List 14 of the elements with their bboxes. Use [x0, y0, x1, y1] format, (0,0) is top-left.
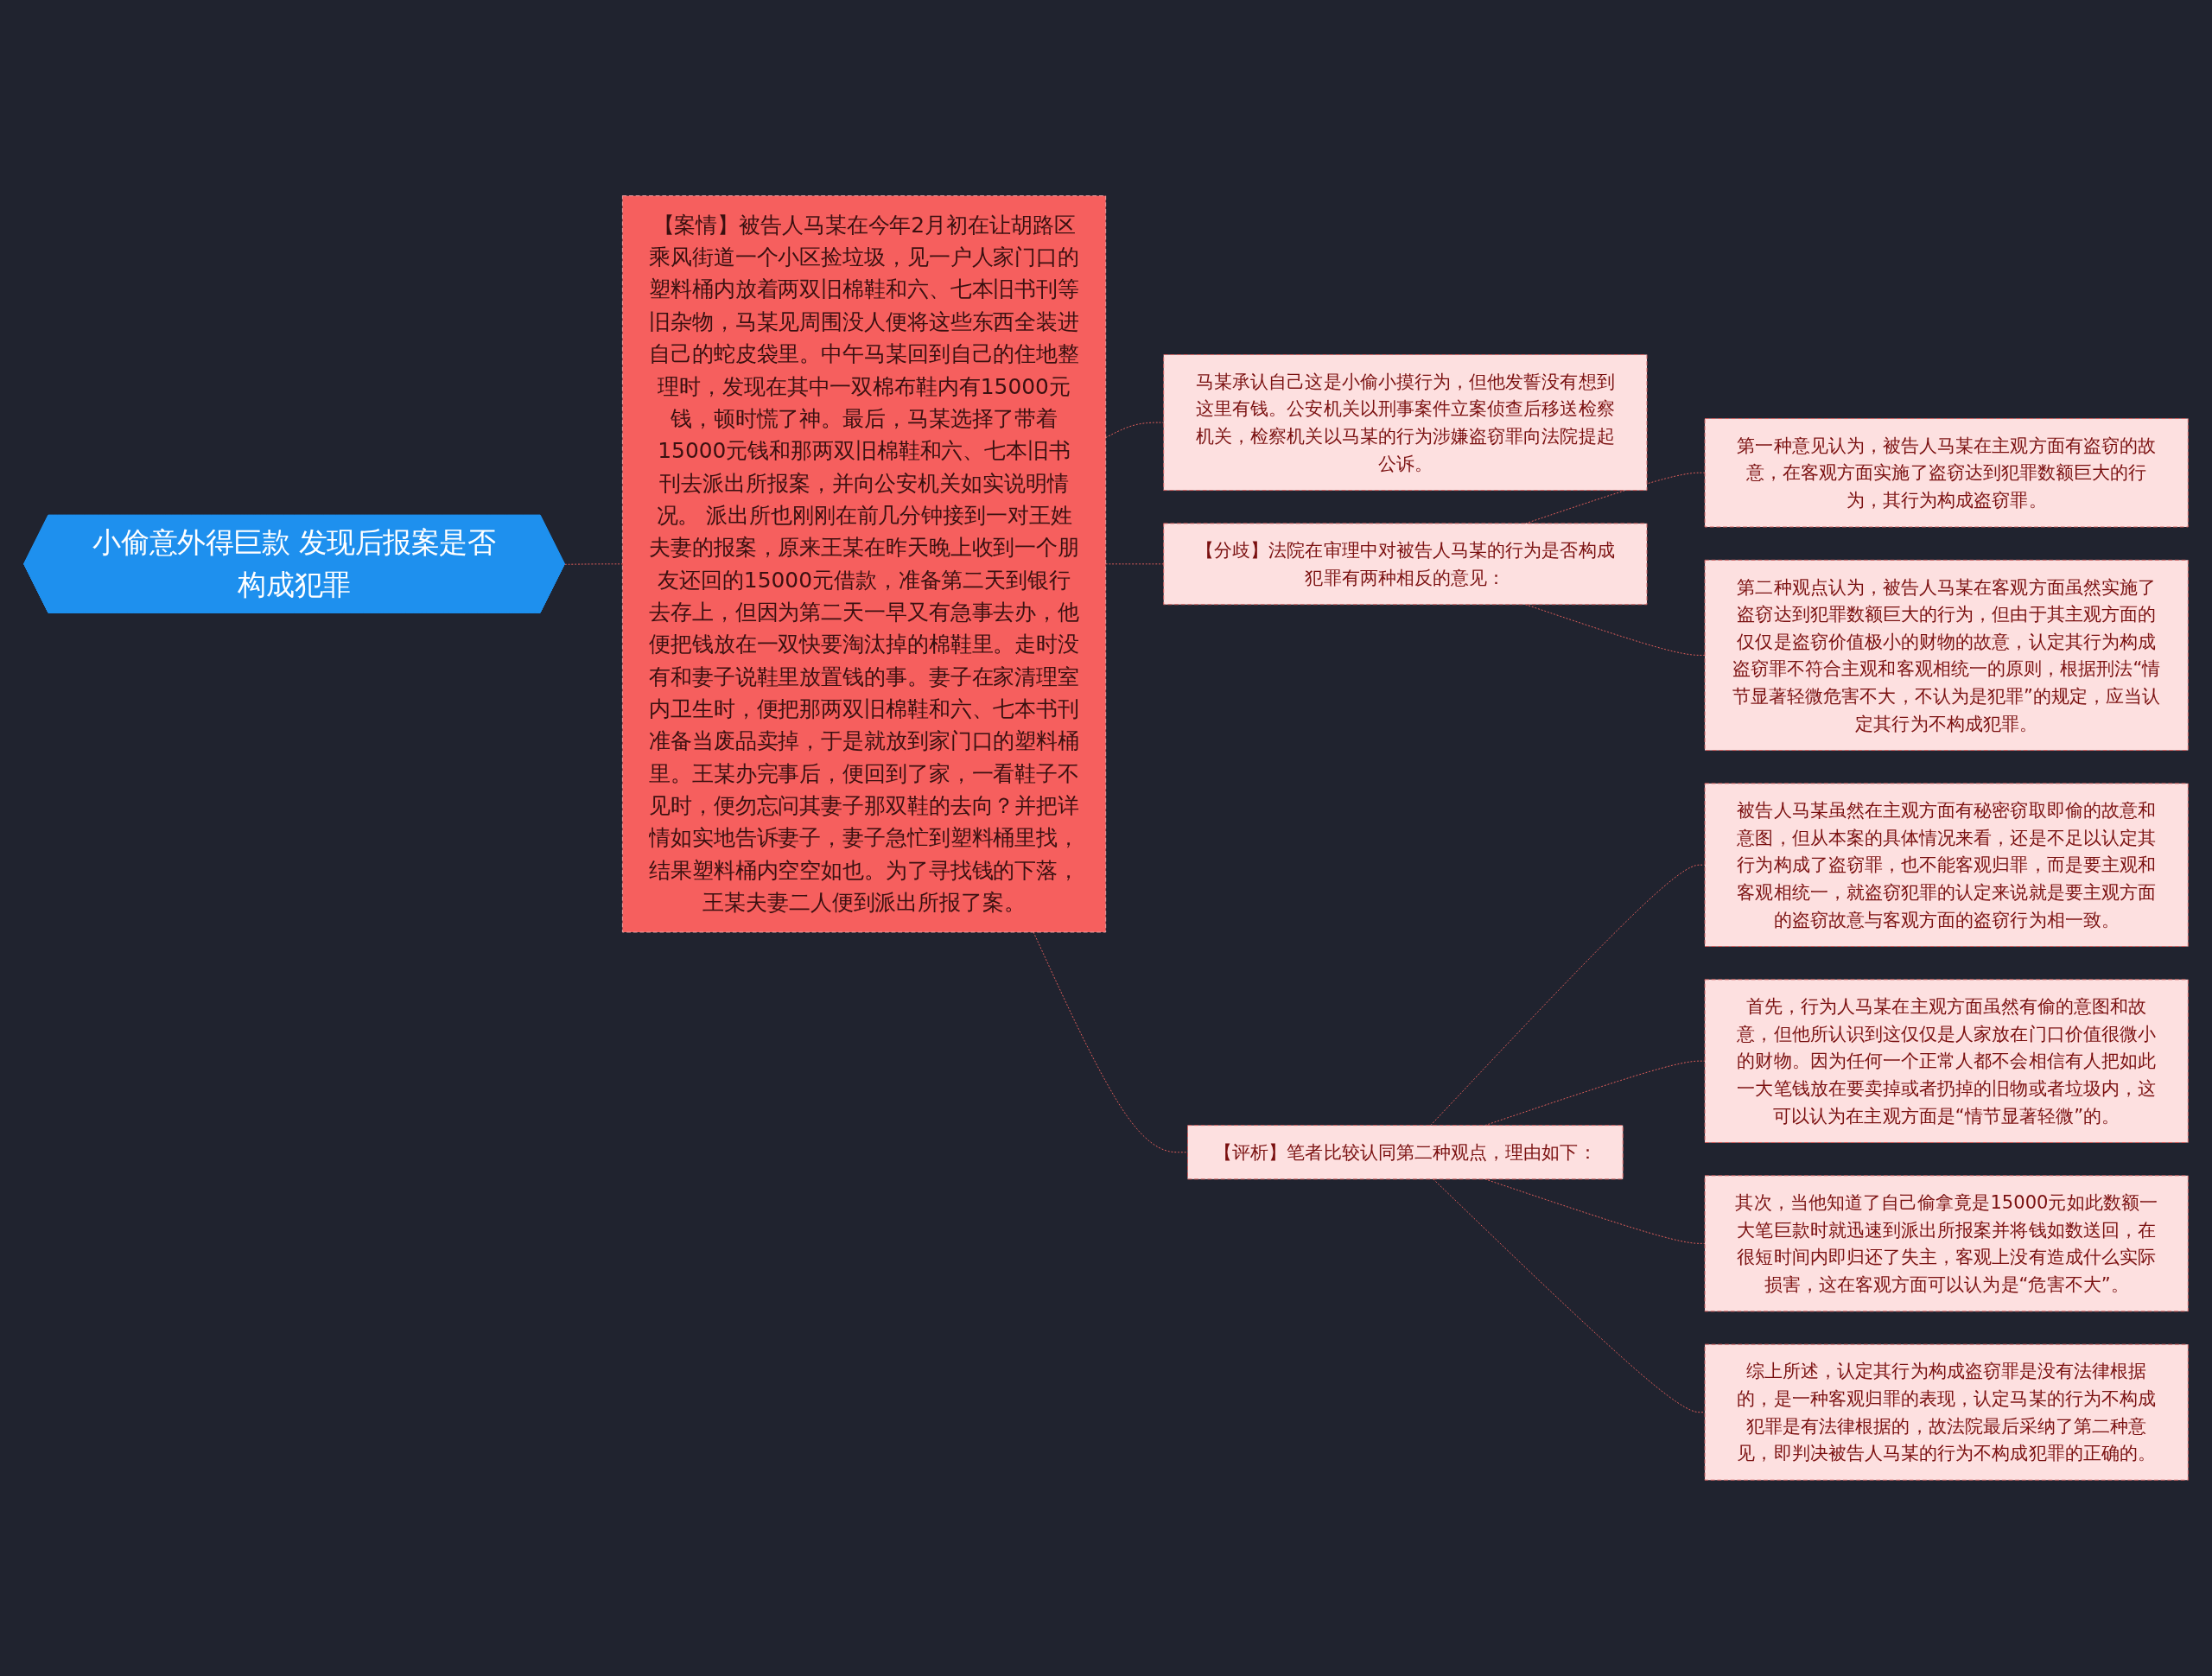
connector [564, 563, 623, 565]
node-box [621, 195, 1107, 933]
node-box [1704, 559, 2189, 752]
node-box [1187, 1125, 1624, 1180]
node-box [1704, 783, 2189, 948]
mind-map-diagram: 小偷意外得巨款 发现后报案是否构成犯罪 【案情】被告人马某在今年2月初在让胡路区乘风街道一个小区捡垃圾，见一户人家门口的塑料桶内放着两双旧棉鞋和六、七本旧书刊等旧杂物，马某见周围没人便将这些东西全装进自己的蛇皮袋里。中午马某回到自己的住地整理时，发现在其中一双棉布鞋内有15000元钱，顿时慌了神。最后，马某选择了带着15000元钱和那两双旧棉鞋和六、七本旧书刊去派出所报案，并向公安机关如实说明情况。 派出所也刚刚在前几分钟接到一对王姓夫妻的报案，原来王某在昨天晚上收到一个朋友还回的15000元借款，准备第二天到银行去存上，但因为第二天一早又有急事去办，他便把钱放在一双快要淘汰掉的棉鞋里。走时没有和妻子说鞋里放置钱的事。妻子在家清理室内卫生时，便把那两双旧棉鞋和六、七本书刊准备当废品卖掉，于是就放到家门口的塑料桶里。王某办完事后，便回到了家，一看鞋子不见时，便勿忘问其妻子那双鞋的去向？并把详情如实地告诉妻子，妻子急忙到塑料桶里找，结果塑料桶内空空如也。为了寻找钱的下落，王某夫妻二人便到派出所报了案。 马某承认自己这是小偷小摸行为，但他发誓没有想到这里有钱。公安机关以刑事案件立案侦查后移送检察机关，检察机关以马某的行为涉嫌盗窃罪向法院提起公诉。 【分歧】法院在审理中对被告人马某的行为是否构成犯罪有两种相反的意见： 第一种意见认为，被告人马某在主观方面有盗窃的故意，在客观方面实施了盗窃达到犯罪数额巨大的行为，其行为构成盗窃罪。 第二种观点认为，被告人马某在客观方面虽然实施了盗窃达到犯罪数额巨大的行为，但由于其主观方面的仅仅是盗窃价值极小的财物的故意，认定其行为构成盗窃罪不符合主观和客观相统一的原则，根据刑法“情节显著轻微危害不大，不认为是犯罪”的规定，应当认定其行为不构成犯罪。 【评析】笔者比较认同第二种观点，理由如下： 被告人马某虽然在主观方面有秘密窃取即偷的故意和意图，但从本案的具体情况来看，还是不足以认定其行为构成了盗窃罪，也不能客观归罪，而是要主观和客观相统一，就盗窃犯罪的认定来说就是要主观方面的盗窃故意与客观方面的盗窃行为相一致。 首先，行为人马某在主观方面虽然有偷的意图和故意，但他所认识到这仅仅是人家放在门口价值很微小的财物。因为任何一个正常人都不会相信有人把如此一大笔钱放在要卖掉或者扔掉的旧物或者垃圾内，这可以认为在主观方面是“情节显著轻微”的。 其次，当他知道了自己偷拿竟是15000元如此数额一大笔巨款时就迅速到派出所报案并将钱如数送回，在很短时间内即归还了失主，客观上没有造成什么实际损害，这在客观方面可以认为是“危害不大”。 综上所述，认定其行为构成盗窃罪是没有法律根据的，是一种客观归罪的表现，认定马某的行为不构成犯罪是有法律根据的，故法院最后采纳了第二种意见，即判决被告人马某的行为不构成犯罪的正确的。 [17, 189, 2195, 1487]
node-box [1704, 979, 2189, 1143]
connector [1105, 563, 1165, 565]
connector [1430, 864, 1706, 1127]
node-box [1163, 523, 1648, 606]
node-box [1704, 1175, 2189, 1312]
node-box [1704, 418, 2189, 528]
node-box [1704, 1343, 2189, 1481]
node-box [1163, 354, 1648, 492]
